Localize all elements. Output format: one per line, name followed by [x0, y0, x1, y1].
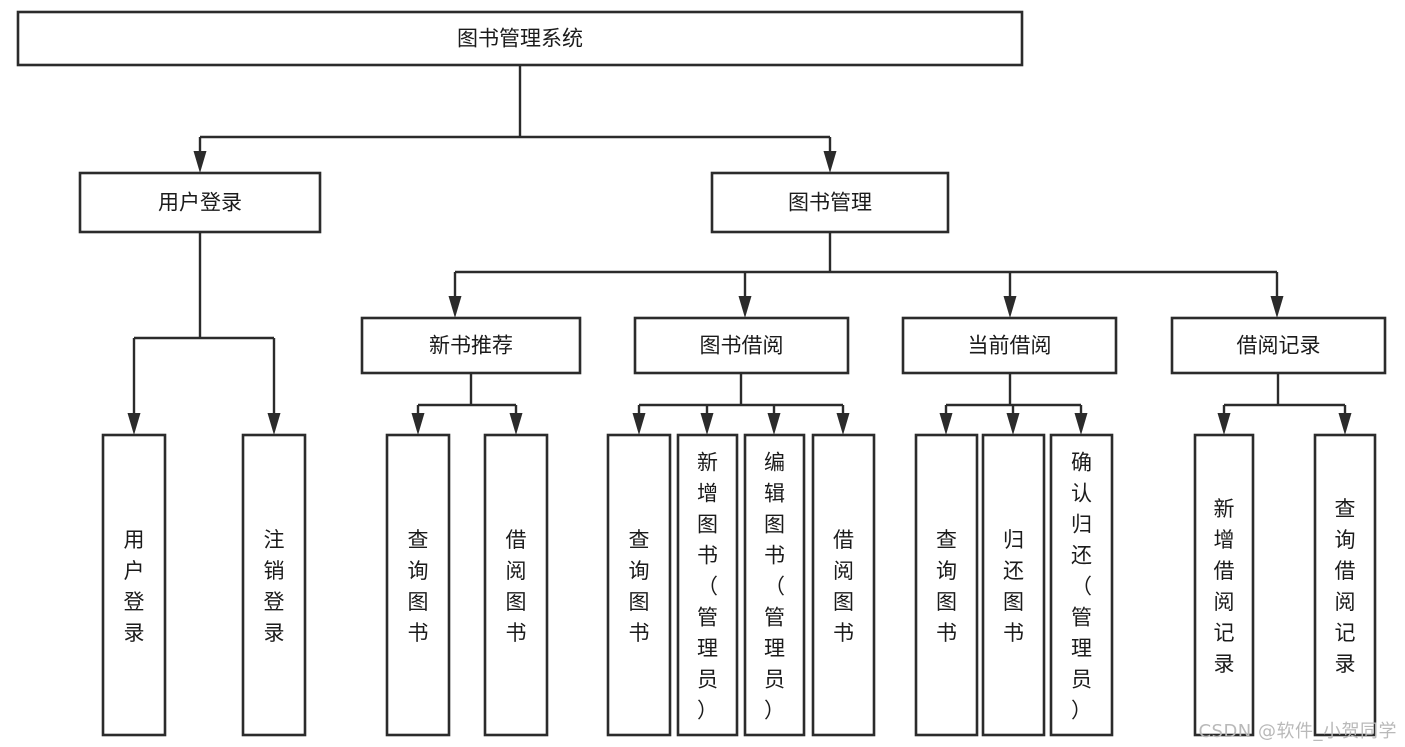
arrow-head-icon — [632, 413, 646, 435]
node-label-leaf-edit-book-admin: 编辑图书（管理员） — [764, 451, 785, 723]
node-box-user-login[interactable] — [78, 171, 322, 234]
node-leaf-edit-book-admin[interactable]: 编辑图书（管理员） — [743, 433, 806, 737]
connector-layer — [127, 65, 1352, 435]
node-box-book-manage[interactable] — [710, 171, 950, 234]
node-label-leaf-query-book-recommend: 查询图书 — [408, 528, 429, 645]
node-label-new-book-recommend: 新书推荐 — [429, 334, 513, 358]
node-leaf-confirm-return-admin[interactable]: 确认归还（管理员） — [1049, 433, 1114, 737]
node-label-leaf-user-logout: 注销登录 — [264, 528, 285, 645]
node-box-borrow-record[interactable] — [1170, 316, 1387, 375]
node-box-leaf-query-borrow-record[interactable] — [1313, 433, 1377, 737]
arrow-head-icon — [1270, 296, 1284, 318]
node-user-login[interactable]: 用户登录 — [78, 171, 322, 234]
connector-bus-root — [193, 65, 837, 173]
arrow-head-icon — [767, 413, 781, 435]
node-label-leaf-add-book-admin: 新增图书（管理员） — [697, 451, 718, 723]
node-layer: 图书管理系统用户登录图书管理新书推荐图书借阅当前借阅借阅记录用户登录注销登录查询… — [16, 10, 1387, 737]
node-box-current-borrow[interactable] — [901, 316, 1118, 375]
node-leaf-add-borrow-record[interactable]: 新增借阅记录 — [1193, 433, 1255, 737]
arrow-head-icon — [700, 413, 714, 435]
node-box-leaf-return-book[interactable] — [981, 433, 1046, 737]
node-leaf-return-book[interactable]: 归还图书 — [981, 433, 1046, 737]
node-box-leaf-add-borrow-record[interactable] — [1193, 433, 1255, 737]
node-leaf-user-login[interactable]: 用户登录 — [101, 433, 167, 737]
node-label-book-borrow: 图书借阅 — [700, 334, 784, 358]
node-label-leaf-confirm-return-admin: 确认归还（管理员） — [1071, 451, 1092, 723]
node-box-book-borrow[interactable] — [633, 316, 850, 375]
node-label-borrow-record: 借阅记录 — [1237, 334, 1321, 358]
node-box-leaf-query-book-current[interactable] — [914, 433, 979, 737]
node-box-leaf-query-book-recommend[interactable] — [385, 433, 451, 737]
node-leaf-query-borrow-record[interactable]: 查询借阅记录 — [1313, 433, 1377, 737]
arrow-head-icon — [738, 296, 752, 318]
node-box-leaf-add-book-admin[interactable] — [676, 433, 739, 737]
node-current-borrow[interactable]: 当前借阅 — [901, 316, 1118, 375]
node-root[interactable]: 图书管理系统 — [16, 10, 1024, 67]
node-box-root[interactable] — [16, 10, 1024, 67]
arrow-head-icon — [1003, 296, 1017, 318]
node-box-leaf-edit-book-admin[interactable] — [743, 433, 806, 737]
csdn-watermark: CSDN @软件_小贺同学 — [1198, 721, 1397, 742]
node-label-root: 图书管理系统 — [457, 27, 583, 51]
node-label-leaf-query-book-borrow: 查询图书 — [629, 528, 650, 645]
connector-bus-book-manage — [448, 232, 1284, 318]
connector-bus-new-book-recommend — [411, 373, 523, 435]
node-leaf-query-book-current[interactable]: 查询图书 — [914, 433, 979, 737]
node-book-manage[interactable]: 图书管理 — [710, 171, 950, 234]
node-leaf-query-book-recommend[interactable]: 查询图书 — [385, 433, 451, 737]
node-box-leaf-user-login[interactable] — [101, 433, 167, 737]
node-label-leaf-return-book: 归还图书 — [1003, 528, 1024, 645]
node-label-leaf-add-borrow-record: 新增借阅记录 — [1214, 497, 1235, 676]
node-box-new-book-recommend[interactable] — [360, 316, 582, 375]
arrow-head-icon — [448, 296, 462, 318]
node-leaf-add-book-admin[interactable]: 新增图书（管理员） — [676, 433, 739, 737]
arrow-head-icon — [127, 413, 141, 435]
arrow-head-icon — [939, 413, 953, 435]
node-new-book-recommend[interactable]: 新书推荐 — [360, 316, 582, 375]
node-leaf-borrow-book[interactable]: 借阅图书 — [811, 433, 876, 737]
connector-bus-borrow-record — [1217, 373, 1352, 435]
node-label-leaf-query-book-current: 查询图书 — [936, 528, 957, 645]
node-leaf-query-book-borrow[interactable]: 查询图书 — [606, 433, 672, 737]
node-box-leaf-query-book-borrow[interactable] — [606, 433, 672, 737]
node-label-leaf-borrow-book: 借阅图书 — [833, 528, 854, 645]
node-borrow-record[interactable]: 借阅记录 — [1170, 316, 1387, 375]
arrow-head-icon — [1338, 413, 1352, 435]
arrow-head-icon — [193, 151, 207, 173]
arrow-head-icon — [509, 413, 523, 435]
node-label-leaf-query-borrow-record: 查询借阅记录 — [1335, 497, 1356, 676]
node-label-book-manage: 图书管理 — [788, 191, 872, 215]
arrow-head-icon — [1217, 413, 1231, 435]
connector-bus-user-login — [127, 232, 281, 435]
arrow-head-icon — [836, 413, 850, 435]
arrow-head-icon — [823, 151, 837, 173]
node-book-borrow[interactable]: 图书借阅 — [633, 316, 850, 375]
node-leaf-user-logout[interactable]: 注销登录 — [241, 433, 307, 737]
node-label-leaf-user-login: 用户登录 — [124, 528, 145, 645]
node-label-leaf-borrow-book-recommend: 借阅图书 — [506, 528, 527, 645]
connector-bus-book-borrow — [632, 373, 850, 435]
node-label-user-login: 用户登录 — [158, 191, 242, 215]
node-label-current-borrow: 当前借阅 — [968, 334, 1052, 358]
node-box-leaf-confirm-return-admin[interactable] — [1049, 433, 1114, 737]
arrow-head-icon — [267, 413, 281, 435]
arrow-head-icon — [1074, 413, 1088, 435]
arrow-head-icon — [1006, 413, 1020, 435]
node-box-leaf-borrow-book-recommend[interactable] — [483, 433, 549, 737]
node-box-leaf-user-logout[interactable] — [241, 433, 307, 737]
connector-bus-current-borrow — [939, 373, 1088, 435]
node-leaf-borrow-book-recommend[interactable]: 借阅图书 — [483, 433, 549, 737]
arrow-head-icon — [411, 413, 425, 435]
node-box-leaf-borrow-book[interactable] — [811, 433, 876, 737]
